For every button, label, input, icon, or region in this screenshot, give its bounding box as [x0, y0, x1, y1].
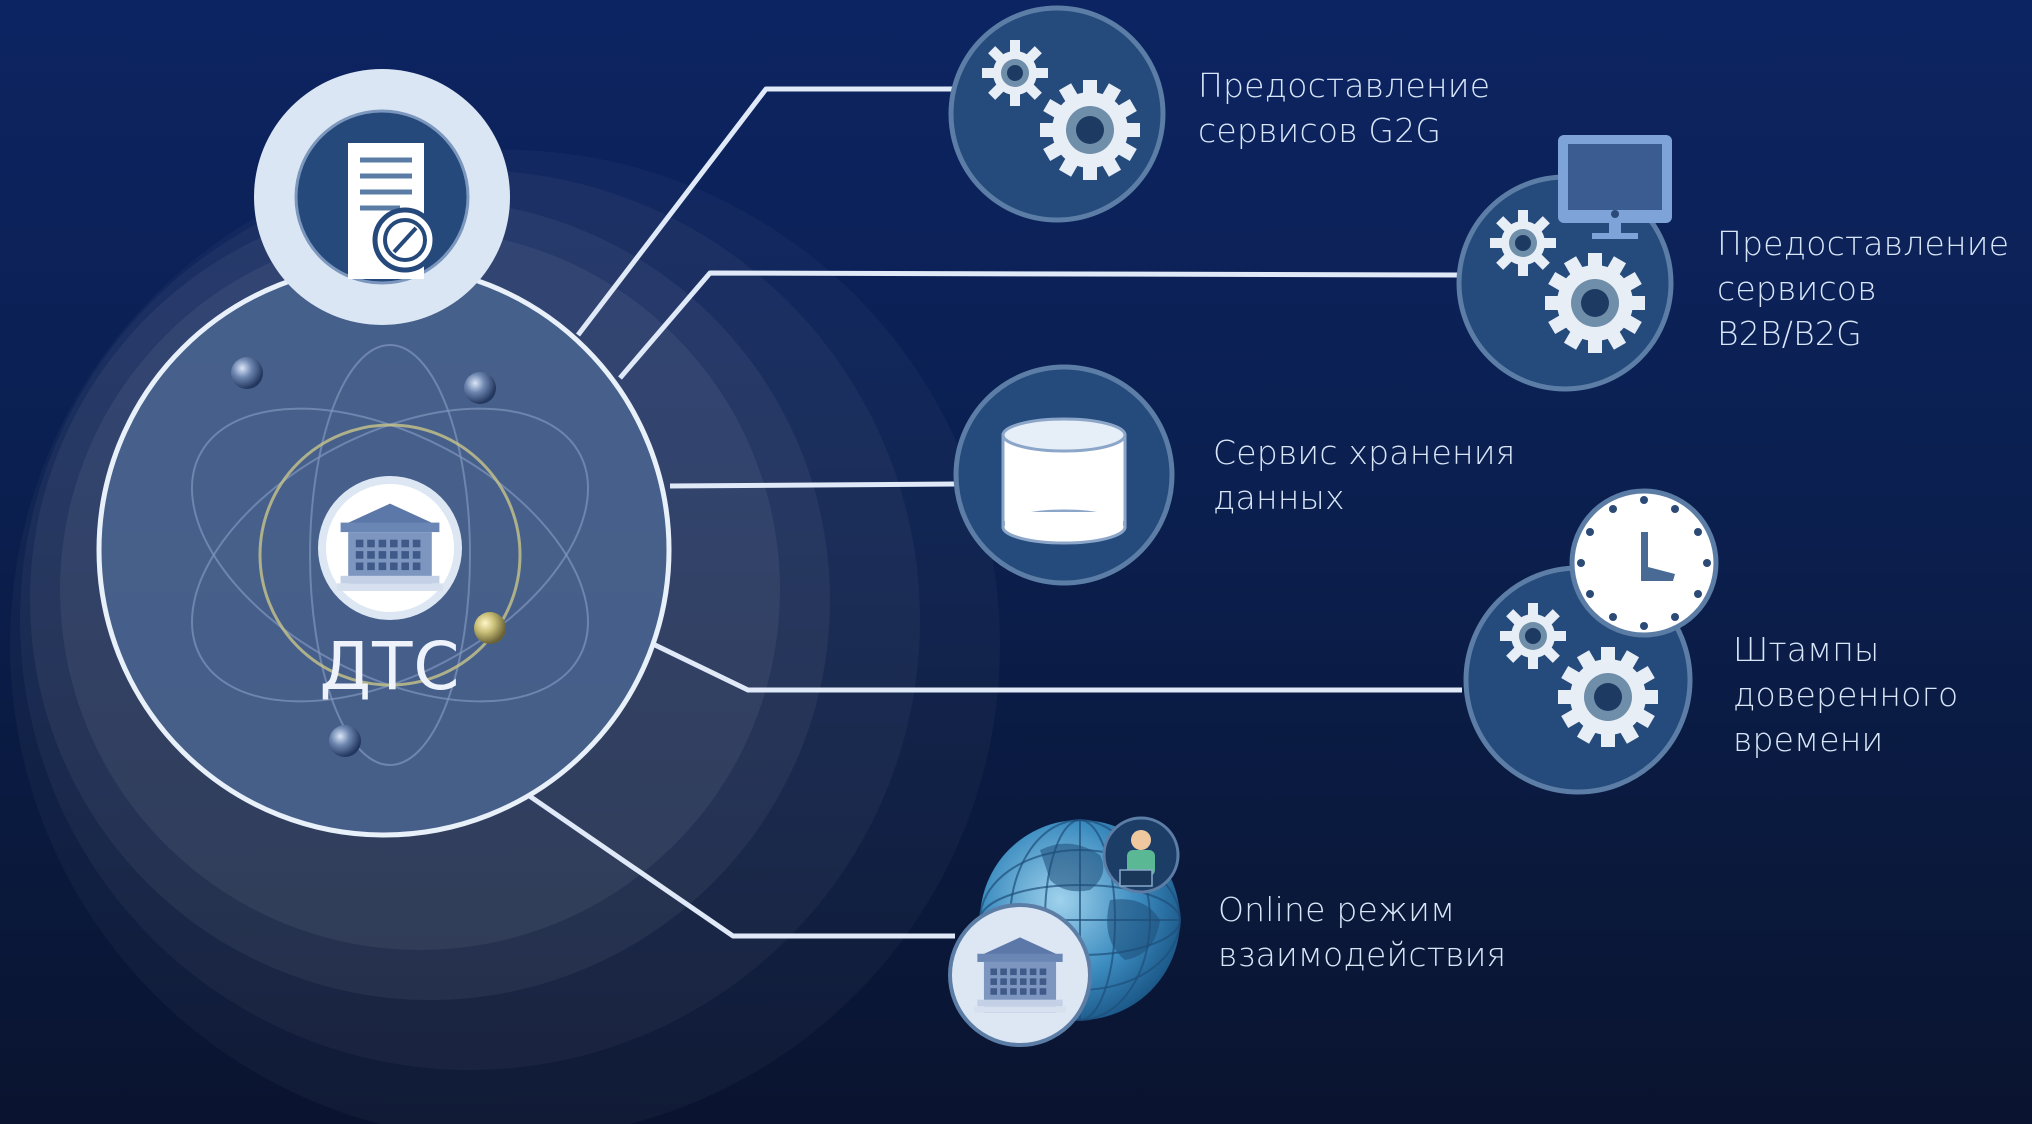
service-node-online — [948, 816, 1181, 1047]
connector-b2b — [618, 270, 1461, 380]
gears-monitor-icon — [1490, 135, 1672, 353]
gold-orbit — [258, 423, 522, 687]
connector-storage — [669, 481, 956, 489]
user-avatar-icon — [1102, 816, 1180, 894]
certificate-document-icon — [348, 143, 438, 279]
label-line: Штампы — [1733, 630, 1880, 669]
database-icon — [1001, 417, 1127, 545]
label-line: взаимодействия — [1218, 935, 1507, 974]
dts-core — [96, 262, 672, 838]
connector-g2g — [576, 86, 955, 337]
label-line: данных — [1213, 478, 1345, 517]
connector-lines — [526, 86, 1462, 939]
label-line: сервисов G2G — [1198, 111, 1442, 150]
atom-sphere-gold — [474, 612, 506, 644]
label-g2g: Предоставление сервисов G2G — [1198, 63, 1490, 153]
service-node-b2b — [1456, 135, 1674, 392]
atom-sphere — [329, 725, 361, 757]
center-title: ДТС — [319, 628, 461, 705]
service-node-storage — [953, 364, 1175, 586]
bank-icon — [948, 903, 1092, 1047]
label-line: времени — [1733, 720, 1884, 759]
label-line: Сервис хранения — [1213, 433, 1516, 472]
label-timestamps: Штампы доверенного времени — [1733, 627, 1958, 762]
document-badge — [254, 69, 510, 325]
bank-icon — [318, 476, 462, 620]
connector-timestamps — [653, 642, 1462, 693]
label-b2b: Предоставление сервисов B2B/B2G — [1717, 221, 2032, 356]
gears-clock-icon — [1500, 488, 1719, 747]
atom-orbits — [190, 344, 590, 766]
label-storage: Сервис хранения данных — [1213, 430, 1515, 520]
atom-sphere — [231, 357, 263, 389]
service-node-g2g — [948, 5, 1166, 223]
service-node-timestamps — [1463, 488, 1719, 795]
label-line: Предоставление — [1717, 224, 2010, 263]
label-line: сервисов B2B/B2G — [1717, 269, 1877, 353]
label-online: Online режим взаимодействия — [1218, 887, 1506, 977]
label-line: Предоставление — [1198, 66, 1491, 105]
connector-online — [526, 792, 955, 939]
atom-sphere — [464, 372, 496, 404]
monitor-icon — [1558, 135, 1672, 239]
label-line: доверенного — [1733, 675, 1959, 714]
clock-icon — [1569, 488, 1719, 638]
label-line: Online режим — [1218, 890, 1456, 929]
